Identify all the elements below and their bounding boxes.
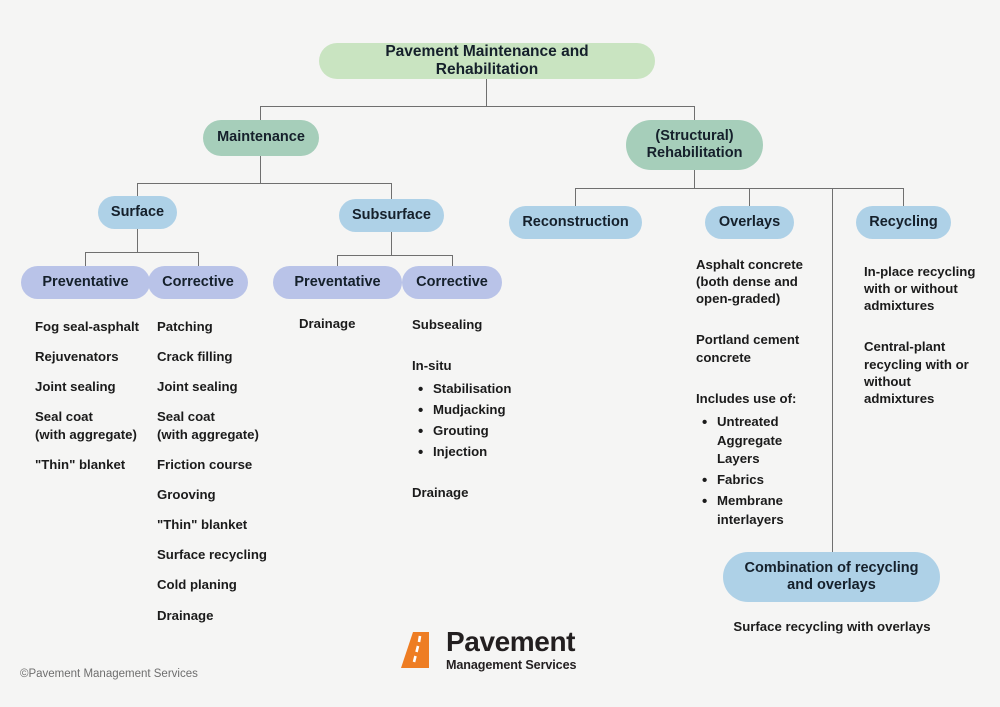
copyright-text: ©Pavement Management Services [20, 668, 198, 680]
list-item: Mudjacking [412, 400, 532, 421]
combination-caption: Surface recycling with overlays [733, 619, 931, 634]
list-item: Rejuvenators [35, 349, 119, 365]
connector-to-surface-corrective [198, 252, 199, 266]
list-item: Grooving [157, 486, 216, 502]
logo: Pavement Management Services [399, 626, 577, 672]
node-surface[interactable]: Surface [98, 196, 177, 229]
list-recycling: In-place recycling with or without admix… [864, 263, 992, 420]
node-rehabilitation[interactable]: (Structural) Rehabilitation [626, 120, 763, 170]
list-item: Joint sealing [35, 379, 116, 395]
connector-bus-top [260, 106, 695, 107]
connector-to-subsurface-corrective [452, 255, 453, 266]
connector-subsurface-down [391, 232, 392, 255]
list-item: Cold planing [157, 577, 237, 593]
connector-to-surface [137, 183, 138, 196]
list-item: Subsealing [412, 317, 483, 332]
connector-to-reconstruction [575, 188, 576, 206]
list-overlays: Asphalt concrete (both dense and open-gr… [696, 256, 821, 531]
list-group-label: Includes use of: [696, 390, 797, 406]
node-subsurface-preventative[interactable]: Preventative [273, 266, 402, 299]
list-item: Asphalt concrete (both dense and open-gr… [696, 257, 803, 307]
connector-rehabilitation-bus [575, 188, 904, 189]
list-item: Seal coat (with aggregate) [35, 409, 137, 442]
connector-root-down [486, 78, 487, 106]
list-item: Membrane interlayers [696, 491, 821, 529]
node-root[interactable]: Pavement Maintenance and Rehabilitation [319, 43, 655, 79]
list-item: Friction course [157, 456, 253, 472]
node-subsurface-corrective[interactable]: Corrective [402, 266, 502, 299]
list-group-label: In-situ [412, 358, 452, 374]
logo-line1: Pavement [446, 626, 576, 657]
list-item: Crack filling [157, 349, 233, 365]
list-item: Seal coat (with aggregate) [157, 409, 259, 442]
list-item: Surface recycling [157, 547, 267, 563]
list-item: "Thin" blanket [157, 517, 248, 533]
list-item: Untreated Aggregate Layers [696, 412, 821, 469]
node-combination-recycling-overlays[interactable]: Combination of recycling and overlays [723, 552, 940, 602]
list-item: "Thin" blanket [35, 456, 126, 472]
list-item: Grouting [412, 421, 532, 442]
node-reconstruction[interactable]: Reconstruction [509, 206, 642, 239]
connector-to-subsurface [391, 183, 392, 199]
logo-text: Pavement Management Services [446, 626, 577, 672]
list-item: Stabilisation [412, 379, 532, 400]
list-item: Injection [412, 442, 532, 463]
list-item: Drainage [299, 316, 356, 331]
connector-to-overlays [749, 188, 750, 206]
list-surface-corrective: Patching Crack filling Joint sealing Sea… [157, 318, 282, 637]
connector-to-recycling [903, 188, 904, 206]
list-item: Patching [157, 319, 213, 334]
node-surface-preventative[interactable]: Preventative [21, 266, 150, 299]
list-item: Central-plant recycling with or without … [864, 339, 969, 406]
connector-to-rehabilitation [694, 106, 695, 120]
connector-surface-down [137, 229, 138, 252]
list-item: Portland cement concrete [696, 332, 800, 365]
list-item: Fabrics [696, 470, 821, 491]
list-surface-preventative: Fog seal-asphalt Rejuvenators Joint seal… [35, 318, 155, 486]
list-item: In-place recycling with or without admix… [864, 264, 976, 314]
node-surface-corrective[interactable]: Corrective [148, 266, 248, 299]
connector-to-combination [832, 188, 833, 552]
connector-to-maintenance [260, 106, 261, 120]
connector-rehabilitation-down [694, 169, 695, 188]
logo-line2: Management Services [446, 658, 577, 672]
road-mark-icon [401, 631, 429, 668]
list-subsurface-preventative: Drainage [299, 315, 409, 345]
list-subsurface-corrective: Subsealing In-situ Stabilisation Mudjack… [412, 316, 532, 514]
connector-to-subsurface-preventative [337, 255, 338, 266]
node-maintenance[interactable]: Maintenance [203, 120, 319, 156]
node-overlays[interactable]: Overlays [705, 206, 794, 239]
connector-subsurface-bus [337, 255, 452, 256]
list-item: Fog seal-asphalt [35, 319, 140, 334]
bullet-list-includes-use-of: Untreated Aggregate Layers Fabrics Membr… [696, 412, 821, 529]
connector-surface-bus [85, 252, 199, 253]
node-recycling[interactable]: Recycling [856, 206, 951, 239]
connector-to-surface-preventative [85, 252, 86, 266]
connector-maintenance-bus [137, 183, 392, 184]
node-subsurface[interactable]: Subsurface [339, 199, 444, 232]
list-item: Joint sealing [157, 379, 238, 395]
connector-maintenance-down [260, 155, 261, 183]
list-item: Drainage [157, 607, 214, 623]
list-item: Drainage [412, 485, 469, 501]
bullet-list-in-situ: Stabilisation Mudjacking Grouting Inject… [412, 379, 532, 463]
